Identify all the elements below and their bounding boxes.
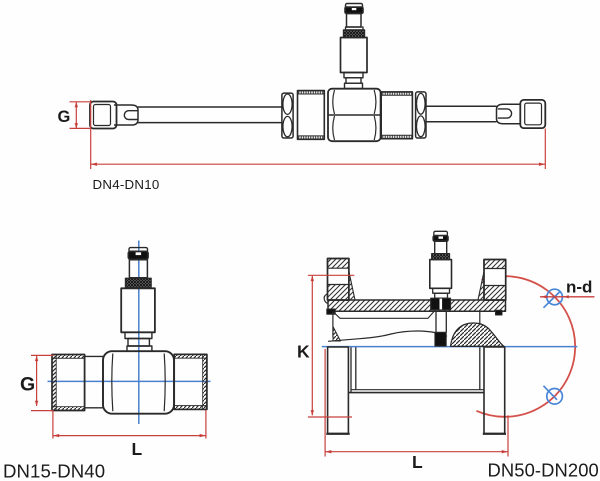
svg-text:DN4-DN10: DN4-DN10	[93, 177, 160, 192]
svg-text:L: L	[412, 452, 423, 472]
svg-text:DN50-DN200: DN50-DN200	[488, 460, 599, 481]
svg-text:DN15-DN40: DN15-DN40	[3, 461, 105, 481]
svg-text:G: G	[20, 374, 35, 396]
svg-text:n-d: n-d	[566, 278, 592, 297]
svg-text:L: L	[132, 439, 143, 459]
svg-text:G: G	[58, 108, 71, 126]
svg-text:K: K	[297, 342, 310, 362]
